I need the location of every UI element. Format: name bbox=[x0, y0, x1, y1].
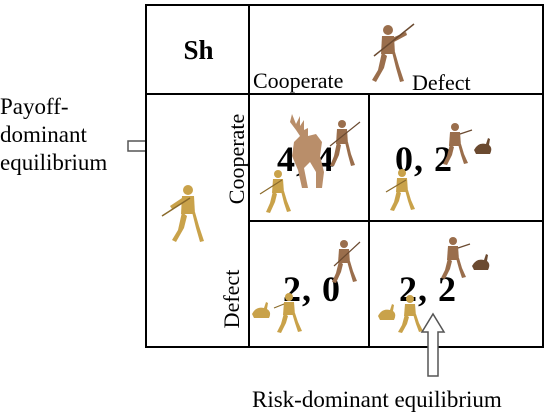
matrix-divider-h1 bbox=[147, 93, 542, 95]
hunter-dd-column-icon bbox=[441, 237, 471, 279]
game-title: Sh bbox=[183, 34, 214, 65]
hunter-dc-row-icon bbox=[273, 293, 302, 333]
column-hunter-icon bbox=[372, 23, 415, 82]
hunter-cd-column-icon bbox=[443, 123, 473, 165]
risk-dominant-arrow-icon bbox=[420, 312, 446, 377]
hunter-cc-column-icon bbox=[329, 120, 361, 166]
hunter-cc-row-icon bbox=[259, 170, 291, 213]
hunter-dc-column-icon bbox=[332, 240, 361, 283]
row-header-defect: Defect bbox=[219, 269, 244, 329]
stag-icon bbox=[290, 114, 324, 188]
hare-dd-column-icon bbox=[472, 254, 490, 270]
hunter-cd-row-icon bbox=[385, 169, 415, 211]
matrix-divider-h2 bbox=[248, 220, 542, 222]
hare-dd-row-icon bbox=[378, 304, 396, 320]
hare-dc-icon bbox=[252, 302, 271, 318]
row-header-cooperate: Cooperate bbox=[224, 113, 249, 205]
hare-cd-icon bbox=[474, 138, 492, 154]
matrix-divider-v1 bbox=[248, 6, 250, 346]
col-header-cooperate: Cooperate bbox=[253, 68, 344, 93]
col-header-defect: Defect bbox=[412, 70, 471, 95]
payoff-dominant-line-3: equilibrium bbox=[0, 150, 108, 175]
risk-dominant-label: Risk-dominant equilibrium bbox=[252, 387, 502, 412]
payoff-dominant-line-1: Payoff- bbox=[0, 94, 69, 119]
hunter-dd-row-icon bbox=[398, 295, 423, 333]
payoff-dominant-label: Payoff- dominant equilibrium bbox=[0, 93, 107, 177]
payoff-dominant-line-2: dominant bbox=[0, 122, 87, 147]
row-hunter-icon bbox=[161, 185, 204, 242]
